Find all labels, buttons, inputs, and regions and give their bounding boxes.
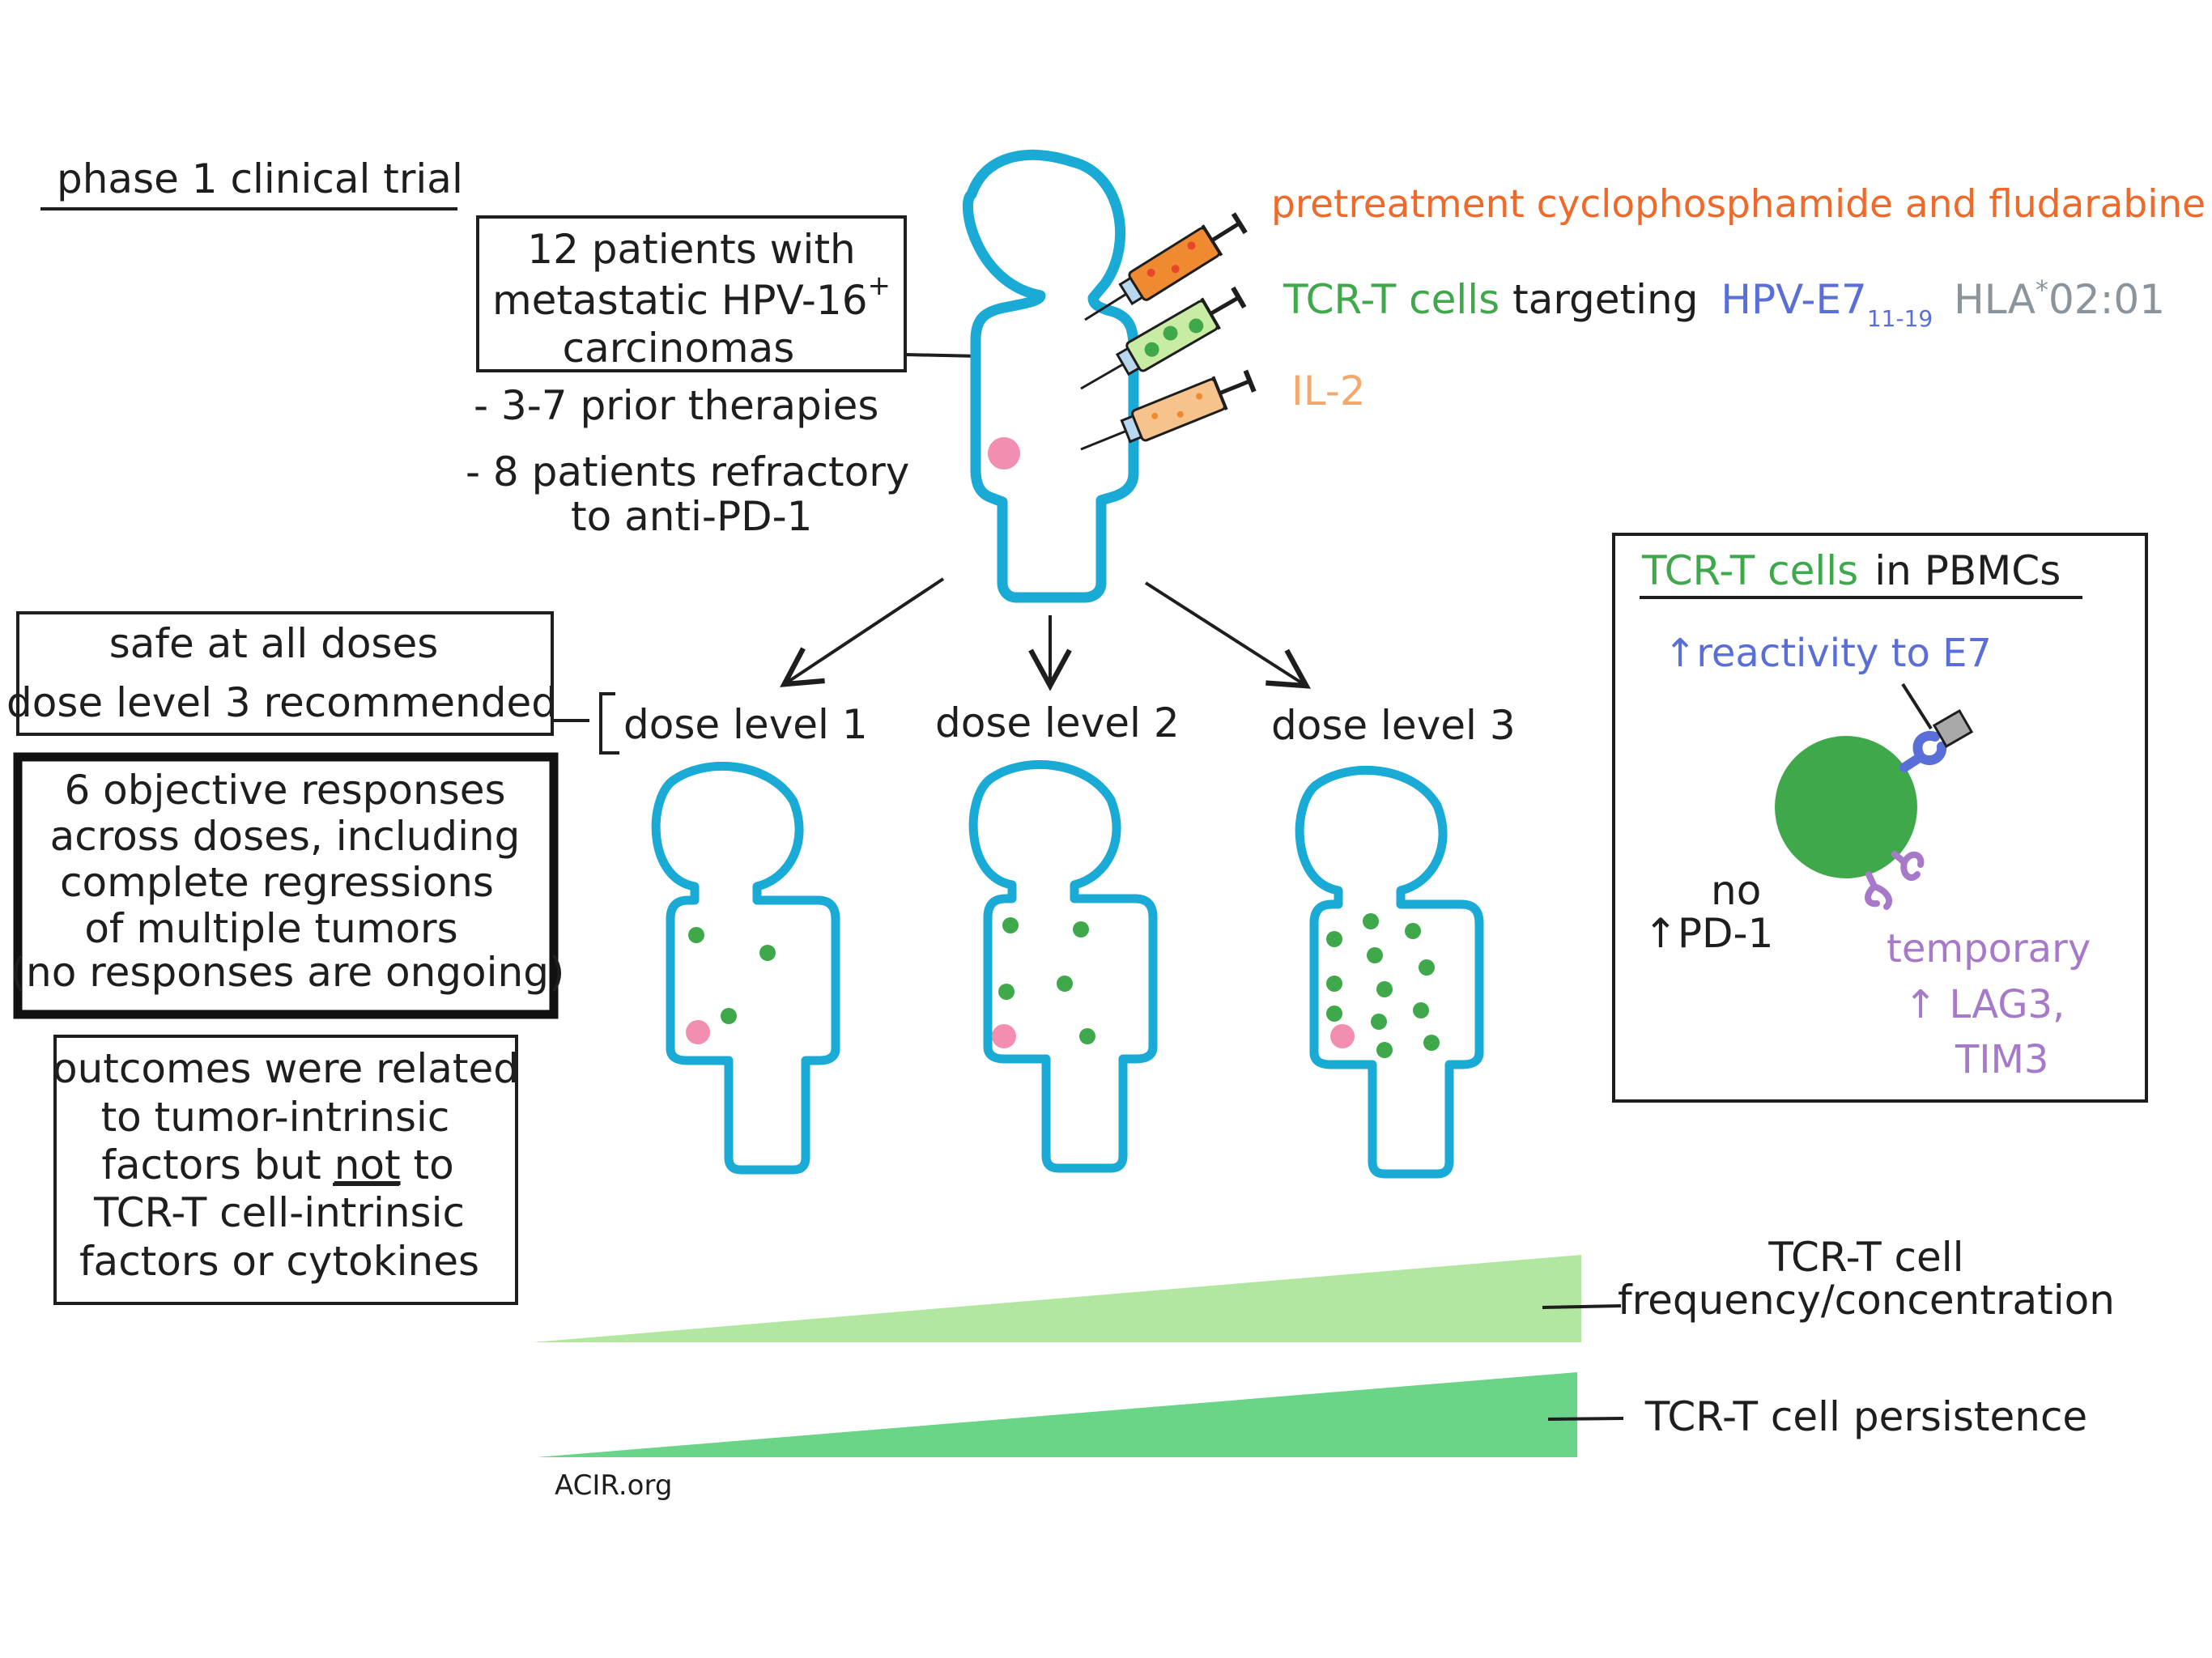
tcr-cell [1419,959,1435,976]
body-dose-1 [651,762,840,1175]
tumor-dose-2 [992,1024,1016,1048]
patient-body [962,149,1139,603]
tcr-cell [1413,1002,1429,1018]
patients-line2: metastatic HPV-16+ [492,270,891,324]
prior-therapies-note: - 3-7 prior therapies [474,382,878,429]
response-box: 6 objective responses across doses, incl… [11,752,565,1019]
persistence-label: TCR-T cell persistence [1644,1393,2087,1440]
tcr-cell [1002,917,1019,933]
il2-label: IL-2 [1291,368,1366,414]
trial-title: phase 1 clinical trial [57,155,463,202]
dose-level-3-label: dose level 3 [1271,702,1516,749]
tcr-cell [1073,921,1089,937]
frequency-wedge [533,1255,1581,1342]
refractory-note: - 8 patients refractory [466,449,909,495]
safety-line2: dose level 3 recommended [6,679,557,726]
tcr-cell [1363,913,1379,929]
lag3-label: ↑ LAG3, [1904,982,2065,1027]
response-line3: complete regressions [60,859,494,906]
tim3-label: TIM3 [1955,1037,2048,1082]
tcr-cell [998,984,1015,1000]
tim3-receptor-icon [1865,871,1893,910]
temporary-label: temporary [1887,926,2091,971]
body-outline [968,760,1158,1173]
tcr-cell [759,945,776,961]
safety-bracket [552,692,619,755]
body-dose-2 [968,760,1158,1173]
tcr-cell [1057,976,1073,992]
outcomes-line4: TCR-T cell-intrinsic [93,1189,465,1236]
patients-line1: 12 patients with [527,226,855,273]
tcr-cell [1371,1014,1387,1030]
arrow-dose-1 [780,577,945,687]
persistence-wedge [537,1372,1577,1457]
syringe-tcr-icon [1080,286,1247,390]
tcr-cell [1423,1035,1440,1051]
safety-line1: safe at all doses [109,620,439,667]
body-dose-3 [1295,766,1484,1179]
reactivity-pointer [1901,682,1933,730]
tcr-cell [1376,981,1393,997]
tumor-large [988,437,1020,470]
persistence-pointer [1547,1417,1624,1421]
tumor-dose-1 [686,1020,710,1044]
tcr-treatment-label: TCR-T cells targeting HPV-E711-19 HLA*02… [1283,274,2165,336]
tcr-cell [1367,947,1383,963]
response-line1: 6 objective responses [64,767,505,814]
tcr-cell [1326,976,1342,992]
no-label: no [1711,867,1761,914]
tcr-cell [1079,1028,1095,1044]
source-footer: ACIR.org [555,1469,672,1502]
tcr-cell [1376,1042,1393,1058]
outcomes-line1: outcomes were related [53,1045,519,1092]
peptide-mhc-icon [1932,708,1974,749]
body-outline [651,762,840,1175]
response-line4: of multiple tumors [84,905,457,952]
frequency-label-line2: frequency/concentration [1618,1277,2115,1324]
tcr-cell [1326,1005,1342,1022]
tcr-cells-dose-2 [998,917,1095,1044]
tcr-receptor-icon [1899,730,1947,772]
pretreatment-label: pretreatment cyclophosphamide and fludar… [1271,182,2206,227]
patients-box: 12 patients with metastatic HPV-16+ carc… [476,215,907,372]
reactivity-label: ↑reactivity to E7 [1664,631,1992,676]
syringe-il2-icon [1080,369,1257,451]
outcomes-box: outcomes were related to tumor-intrinsic… [53,1035,519,1305]
patients-line3: carcinomas [563,325,795,372]
frequency-pointer [1542,1304,1622,1309]
tcr-cell [1326,931,1342,947]
response-line2: across doses, including [50,813,521,860]
tcr-t-cell [1775,736,1917,878]
dose-level-1-label: dose level 1 [623,701,868,748]
pd1-label: ↑PD-1 [1644,910,1773,957]
body-outline [1295,766,1484,1179]
outcomes-line5: factors or cytokines [79,1238,479,1285]
tcr-cells-dose-3 [1326,913,1440,1058]
lag3-receptor-icon [1891,851,1925,881]
refractory-note-2: to anti-PD-1 [571,493,812,540]
dose-level-2-label: dose level 2 [935,699,1180,746]
tcr-cells-dose-1 [688,927,776,1024]
tcr-cell [721,1008,737,1024]
arrow-dose-3 [1144,581,1311,689]
safety-box: safe at all doses dose level 3 recommend… [6,611,557,736]
outcomes-line3: factors but not to [101,1141,453,1188]
tcr-cell [688,927,704,943]
tcr-cell [1405,923,1421,939]
frequency-label-line1: TCR-T cell [1767,1234,1963,1281]
outcomes-line2: to tumor-intrinsic [101,1094,450,1141]
syringe-chemo-icon [1084,212,1248,321]
patients-connector [904,353,981,358]
tumor-dose-3 [1330,1024,1355,1048]
response-line5: (no responses are ongoing) [11,949,565,996]
